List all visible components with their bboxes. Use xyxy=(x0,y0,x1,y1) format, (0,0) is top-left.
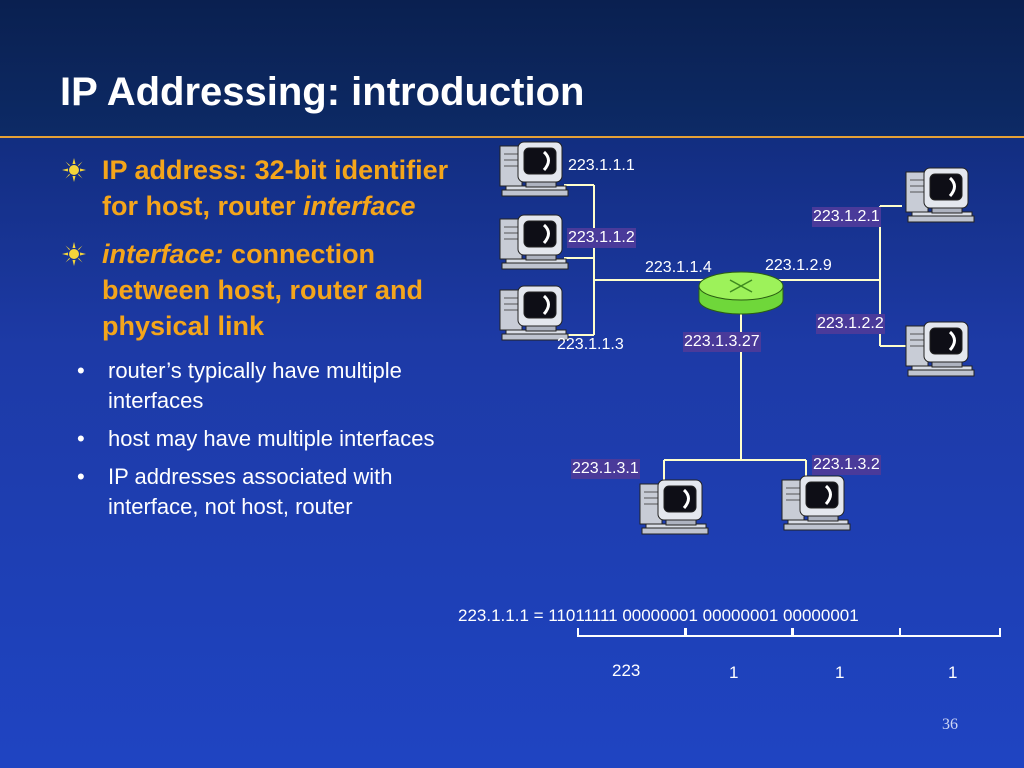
sun-bullet-icon xyxy=(62,242,86,266)
addr-223-1-1-2: 223.1.1.2 xyxy=(567,228,636,248)
decimal-octet-3: 1 xyxy=(835,663,845,682)
binary-equation: 223.1.1.1 = 11011111 00000001 00000001 0… xyxy=(458,606,859,625)
sub-bullet-association: • IP addresses associated with interface… xyxy=(22,462,462,522)
decimal-octet-2: 1 xyxy=(729,663,739,682)
addr-223-1-3-27: 223.1.3.27 xyxy=(683,332,761,352)
addr-223-1-3-1: 223.1.3.1 xyxy=(571,459,640,479)
addr-223-1-1-4: 223.1.1.4 xyxy=(645,259,712,276)
bullet-interface-text: connection between host, router and phys… xyxy=(102,239,424,341)
dot-bullet-icon: • xyxy=(77,426,85,451)
bullet-interface: interface: connection between host, rout… xyxy=(62,236,462,344)
title-band xyxy=(0,0,1024,136)
bullet-interface-emph: interface: xyxy=(102,239,224,269)
host-computer-icon xyxy=(498,140,570,198)
host-computer-icon xyxy=(498,213,570,271)
addr-223-1-2-2: 223.1.2.2 xyxy=(816,314,885,334)
decimal-octet-1: 223 xyxy=(612,661,641,680)
sub-bullet-host: • host may have multiple interfaces xyxy=(22,424,462,454)
decimal-octet-4: 1 xyxy=(948,663,958,682)
bullet-ip-address: IP address: 32-bit identifier for host, … xyxy=(62,152,462,224)
addr-223-1-3-2: 223.1.3.2 xyxy=(812,455,881,475)
host-computer-icon xyxy=(498,284,570,342)
addr-223-1-2-1: 223.1.2.1 xyxy=(812,207,881,227)
bullet-list: IP address: 32-bit identifier for host, … xyxy=(62,152,462,530)
sub-bullet-host-text: host may have multiple interfaces xyxy=(108,426,435,451)
host-computer-icon xyxy=(638,478,710,536)
sun-bullet-icon xyxy=(62,158,86,182)
sub-bullet-association-text: IP addresses associated with interface, … xyxy=(108,464,393,519)
bullet-ip-address-emph: interface xyxy=(303,191,416,221)
addr-223-1-1-3: 223.1.1.3 xyxy=(557,336,624,353)
host-computer-icon xyxy=(904,320,976,378)
host-computer-icon xyxy=(904,166,976,224)
addr-223-1-1-1: 223.1.1.1 xyxy=(568,157,635,174)
dot-bullet-icon: • xyxy=(77,358,85,383)
slide-title: IP Addressing: introduction xyxy=(60,70,585,114)
host-computer-icon xyxy=(780,474,852,532)
sub-bullet-router: • router’s typically have multiple inter… xyxy=(22,356,462,416)
dot-bullet-icon: • xyxy=(77,464,85,489)
addr-223-1-2-9: 223.1.2.9 xyxy=(765,257,832,274)
router-icon xyxy=(698,271,784,315)
sub-bullet-router-text: router’s typically have multiple interfa… xyxy=(108,358,402,413)
bullet-ip-address-text: 32-bit identifier for host, router xyxy=(102,155,449,221)
title-divider xyxy=(0,136,1024,138)
byte-brackets xyxy=(577,628,1001,637)
bullet-ip-address-lead: IP address: xyxy=(102,155,255,185)
page-number: 36 xyxy=(942,716,958,733)
